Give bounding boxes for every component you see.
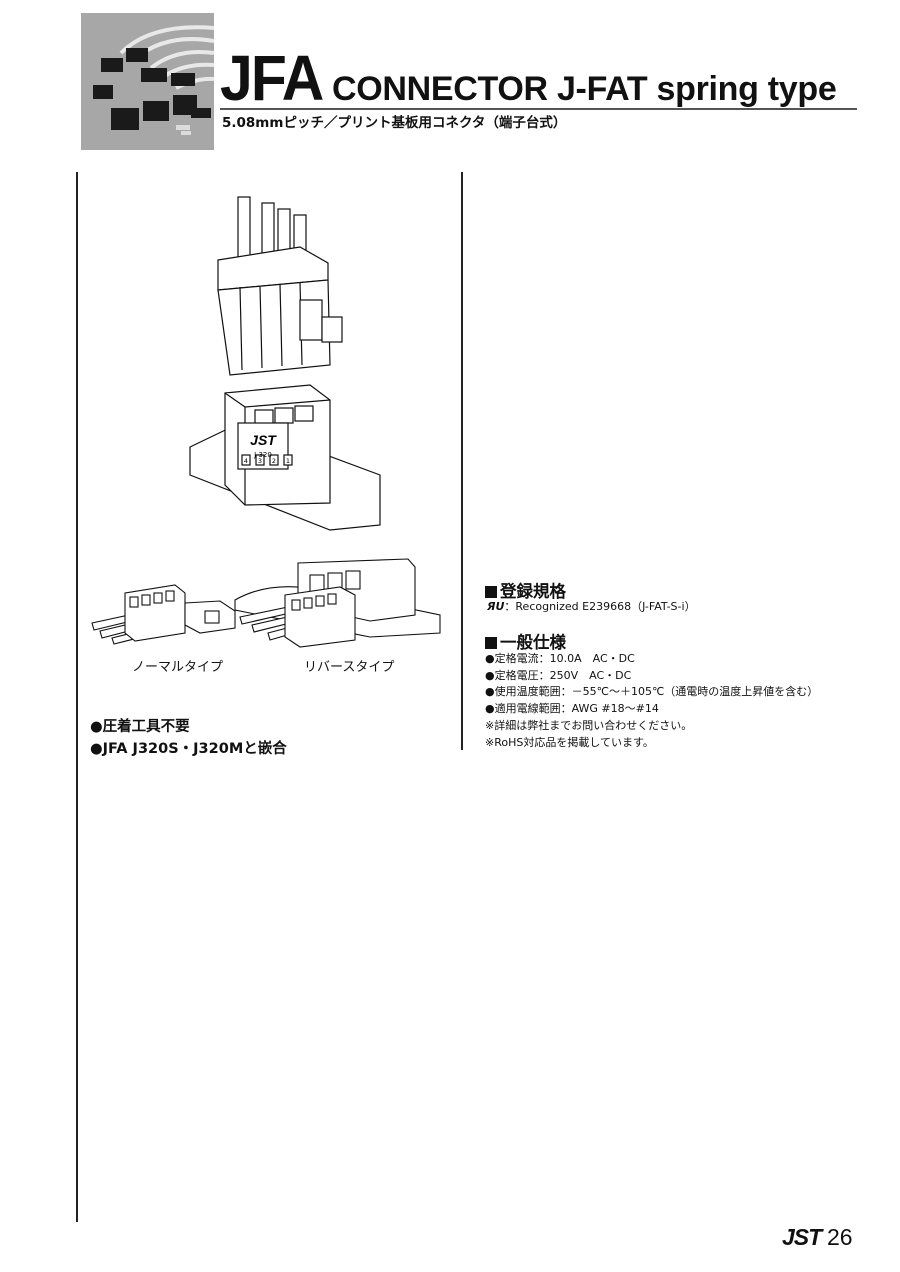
title-series: JFA (220, 42, 324, 114)
spec-item: ●定格電圧：250V AC・DC (485, 669, 632, 682)
spec-item: ●適用電線範囲：AWG #18～#14 (485, 702, 659, 715)
pin-number: 3 (258, 457, 262, 465)
housing-logo: JST (250, 432, 277, 448)
section-title-registration: 登録規格 (485, 578, 566, 602)
square-bullet-icon (485, 586, 497, 598)
caption-reverse-type: リバースタイプ (304, 660, 395, 675)
connector-illustration: JST J-320 4 3 2 1 (189, 196, 381, 531)
product-photo (81, 13, 214, 150)
feature-item: ●圧着工具不要 (90, 719, 190, 735)
housing-model: J-320 (253, 451, 272, 459)
spec-note: ※RoHS対応品を掲載しています。 (485, 736, 654, 749)
section-title-text: 登録規格 (500, 582, 566, 601)
ul-logo-icon: ЯU (487, 600, 505, 613)
pin-number: 2 (272, 457, 276, 465)
normal-type-illustration (91, 584, 236, 645)
reverse-type-illustration (234, 558, 441, 648)
square-bullet-icon (485, 637, 497, 649)
ul-recognition-text: ：Recognized E239668（J-FAT-S-i） (504, 600, 696, 613)
pin-number: 4 (244, 457, 248, 465)
page-title: JFA CONNECTOR J-FAT spring type (220, 42, 837, 114)
product-photo-image (81, 13, 214, 150)
pin-number: 1 (286, 457, 290, 465)
feature-item: ●JFA J320S・J320Mと嵌合 (90, 741, 287, 757)
section-title-general-spec: 一般仕様 (485, 629, 566, 653)
title-product: CONNECTOR J-FAT spring type (332, 70, 837, 108)
caption-normal-type: ノーマルタイプ (132, 660, 224, 675)
footer-logo: JST (782, 1224, 822, 1250)
left-column-rule (76, 172, 78, 1222)
spec-note: ※詳細は弊社までお問い合わせください。 (485, 719, 693, 732)
section-title-text: 一般仕様 (500, 633, 566, 652)
header-rule (220, 108, 857, 110)
page-number: 26 (827, 1224, 853, 1250)
page-subtitle: 5.08mmピッチ／プリント基板用コネクタ（端子台式） (222, 115, 567, 131)
ul-recognition: ЯU：Recognized E239668（J-FAT-S-i） (487, 601, 696, 612)
middle-column-rule (461, 172, 463, 750)
spec-item: ●定格電流：10.0A AC・DC (485, 652, 635, 665)
spec-item: ●使用温度範囲：－55℃～＋105℃（通電時の温度上昇値を含む） (485, 685, 819, 698)
